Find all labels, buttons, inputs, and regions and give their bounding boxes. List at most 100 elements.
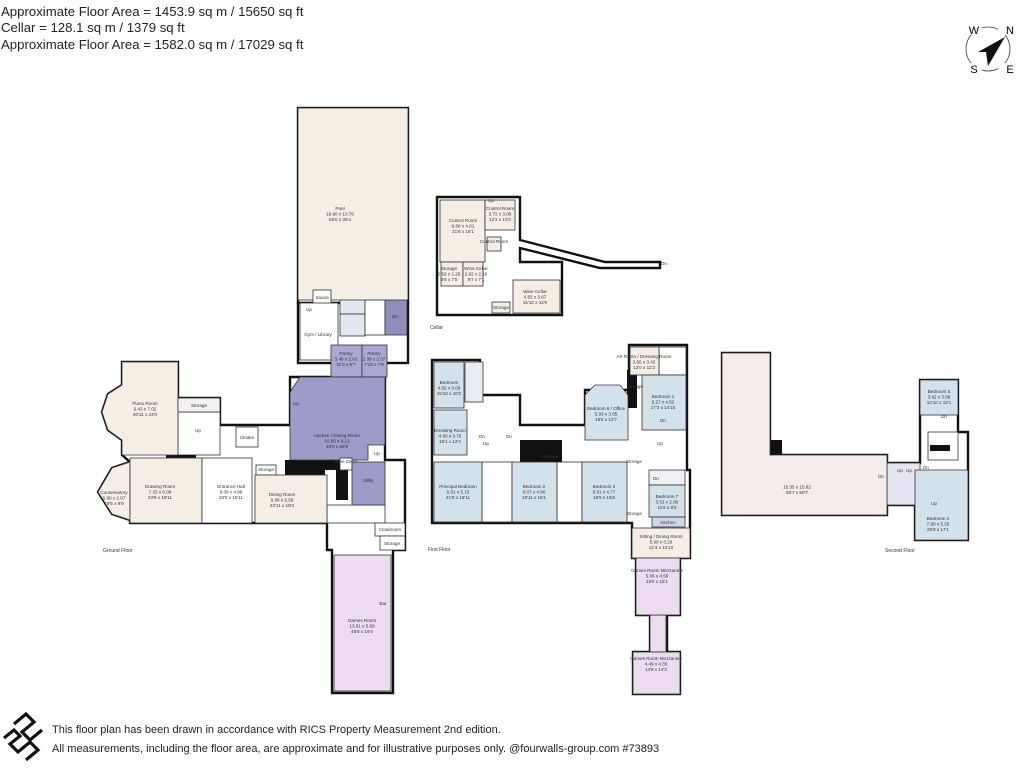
room-name: Bedroom (440, 380, 459, 385)
first-floor-label: First Floor (428, 547, 451, 553)
wall-block (300, 460, 350, 470)
wall-block (336, 470, 348, 500)
room-cloaks: Cloaks (235, 426, 259, 448)
room-area (177, 397, 221, 413)
room-name: Piano Room (132, 401, 157, 406)
room-dimensions-metric: 6.07 x 4.90 (523, 490, 546, 495)
room-dimensions-imperial: 15'1 x 12'4 (439, 439, 461, 444)
room-name: Storage (191, 403, 208, 408)
room-name: Dressing Room (434, 428, 466, 433)
room-area (433, 461, 483, 523)
room-dimensions-metric: 6.61 x 5.15 (447, 490, 470, 495)
room-area (491, 301, 511, 314)
room-dimensions-imperial: 19'5 x 8'9 (104, 501, 124, 506)
room-dimensions-metric: 4.82 x 3.09 (438, 386, 461, 391)
wall-block (930, 445, 950, 451)
room-name: Storage (493, 305, 510, 310)
room-area (651, 516, 686, 528)
plan-annotation: Bar (379, 601, 387, 606)
room-name: Bedroom 5 (928, 389, 951, 394)
room-area (439, 199, 486, 263)
wall-block (520, 440, 562, 462)
room-dimensions-metric: 5.93 x 3.85 (595, 412, 618, 417)
room-area (512, 279, 561, 314)
room-fixture (326, 504, 386, 524)
room-dimensions-metric: 3.72 x 3.09 (489, 212, 512, 217)
plan-annotation: Up (306, 307, 312, 312)
room-name: Sitting / Dining Room (639, 534, 682, 539)
room-dimensions-imperial: 11'6 x 9'5 (657, 505, 676, 510)
room-name: Bedroom 2 (523, 484, 546, 489)
room-name: Pantry (367, 351, 381, 356)
plan-annotation: Dn (660, 418, 666, 423)
room-area (297, 107, 409, 301)
room-dimensions-imperial: 14'9 x 14'3 (645, 667, 667, 672)
room-name: Wine Cellar (523, 289, 547, 294)
room-storage1: Storage (177, 397, 221, 413)
room-dimensions-metric: 13.91 x 5.89 (349, 624, 375, 629)
plan-annotation: Storage (626, 511, 643, 516)
room-area (235, 426, 259, 448)
room-name: Bedroom 1 (652, 394, 675, 399)
room-area (721, 352, 888, 516)
room-dimensions-imperial: 30'11 x 23'0 (133, 412, 158, 417)
room-dimensions-imperial: 17'3 x 14'10 (651, 405, 676, 410)
room-dimensions-metric: 7.25 x 6.08 (149, 490, 172, 495)
room-dimensions-metric: 10.05 x 8.15 (324, 439, 350, 444)
room-area (629, 346, 660, 376)
room-area (486, 236, 502, 252)
plan-annotation: Dn (941, 414, 947, 419)
room-area (641, 374, 687, 431)
room-dimensions-metric: 6.60 x 4.61 (452, 224, 475, 229)
room-dimensions-metric: 4.49 x 4.35 (645, 662, 668, 667)
room-area (648, 484, 686, 518)
plan-annotation: Dn (506, 434, 512, 439)
plan-annotation: Up (931, 501, 937, 506)
wall-block (770, 440, 782, 455)
room-dimensions-imperial: 45'8 x 19'4 (351, 629, 373, 634)
room-dimensions-imperial: 7'10 x 7'9 (364, 362, 384, 367)
room-dimensions-metric: 5.27 x 4.52 (652, 400, 675, 405)
second-floor-label: Second Floor (885, 548, 915, 554)
room-name: Cloaks (240, 435, 255, 440)
plan-annotation: Up (195, 428, 201, 433)
room-dimensions-metric: 15.35 x 15.82 (783, 485, 811, 490)
room-area (351, 461, 386, 506)
room-area (511, 461, 558, 523)
room-fixture (177, 411, 221, 456)
room-area (462, 261, 484, 287)
room-name: Sauna (315, 295, 329, 300)
room-area (919, 379, 959, 416)
room-name: Bedroom 7 (656, 494, 679, 499)
room-dimensions-imperial: 15'10 x 12'0 (523, 300, 548, 305)
room-name: Games Room (348, 618, 377, 623)
room-area (914, 469, 969, 541)
room-area (289, 376, 386, 461)
room-dimensions-imperial: 12'10 x 12'1 (927, 400, 952, 405)
wall-block (627, 370, 637, 408)
plan-annotation: Up (897, 468, 903, 473)
room-name: Principal Bedroom (439, 484, 477, 489)
room-dimensions-imperial: 11'3 x 9'7 (336, 362, 355, 367)
plan-annotation: Up (488, 198, 494, 203)
room-storage-c2: Storage (491, 301, 511, 314)
room-name: Kitchen / Dining Room (314, 433, 360, 438)
room-area (333, 554, 392, 692)
room-area (635, 557, 681, 616)
